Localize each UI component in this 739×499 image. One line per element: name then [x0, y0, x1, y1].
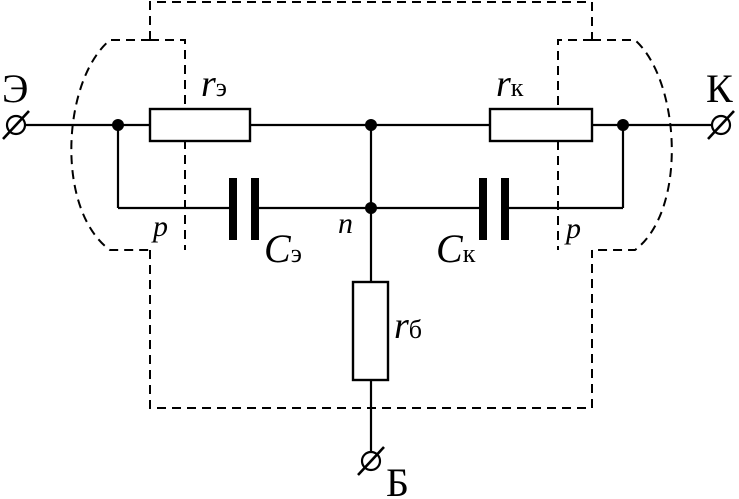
base-resistor-label: rб: [394, 305, 422, 347]
emitter-resistor-label: rэ: [201, 63, 227, 105]
top-center-node: [365, 119, 377, 131]
emitter-terminal: [2, 110, 30, 140]
collector-capacitor-plate-right: [501, 178, 509, 240]
base-center-node: [365, 202, 377, 214]
collector-capacitor-label: Cк: [436, 226, 476, 271]
base-terminal-label: Б: [386, 460, 409, 499]
collector-resistor: [488, 107, 594, 143]
base-resistor: [351, 280, 390, 382]
emitter-region-outline: [70, 39, 150, 251]
left-p-region-label: p: [151, 210, 168, 243]
emitter-capacitor-plate-right: [251, 178, 259, 240]
emitter-resistor: [148, 107, 252, 143]
n-region-label: n: [338, 207, 353, 240]
collector-terminal: [707, 110, 735, 140]
emitter-terminal-label: Э: [2, 66, 28, 111]
emitter-capacitor-plate-left: [229, 178, 237, 240]
collector-p-region-outline: [557, 39, 592, 250]
collector-terminal-label: К: [706, 66, 733, 111]
emitter-junction-node: [112, 119, 124, 131]
collector-resistor-label: rк: [496, 63, 524, 105]
emitter-p-region-outline: [150, 39, 186, 250]
base-terminal: [357, 446, 385, 476]
emitter-capacitor-label: Cэ: [264, 226, 302, 271]
right-p-region-label: p: [564, 212, 581, 245]
collector-region-outline: [592, 39, 673, 251]
transistor-body-outline: [149, 1, 593, 40]
collector-capacitor-plate-left: [479, 178, 487, 240]
collector-junction-node: [617, 119, 629, 131]
